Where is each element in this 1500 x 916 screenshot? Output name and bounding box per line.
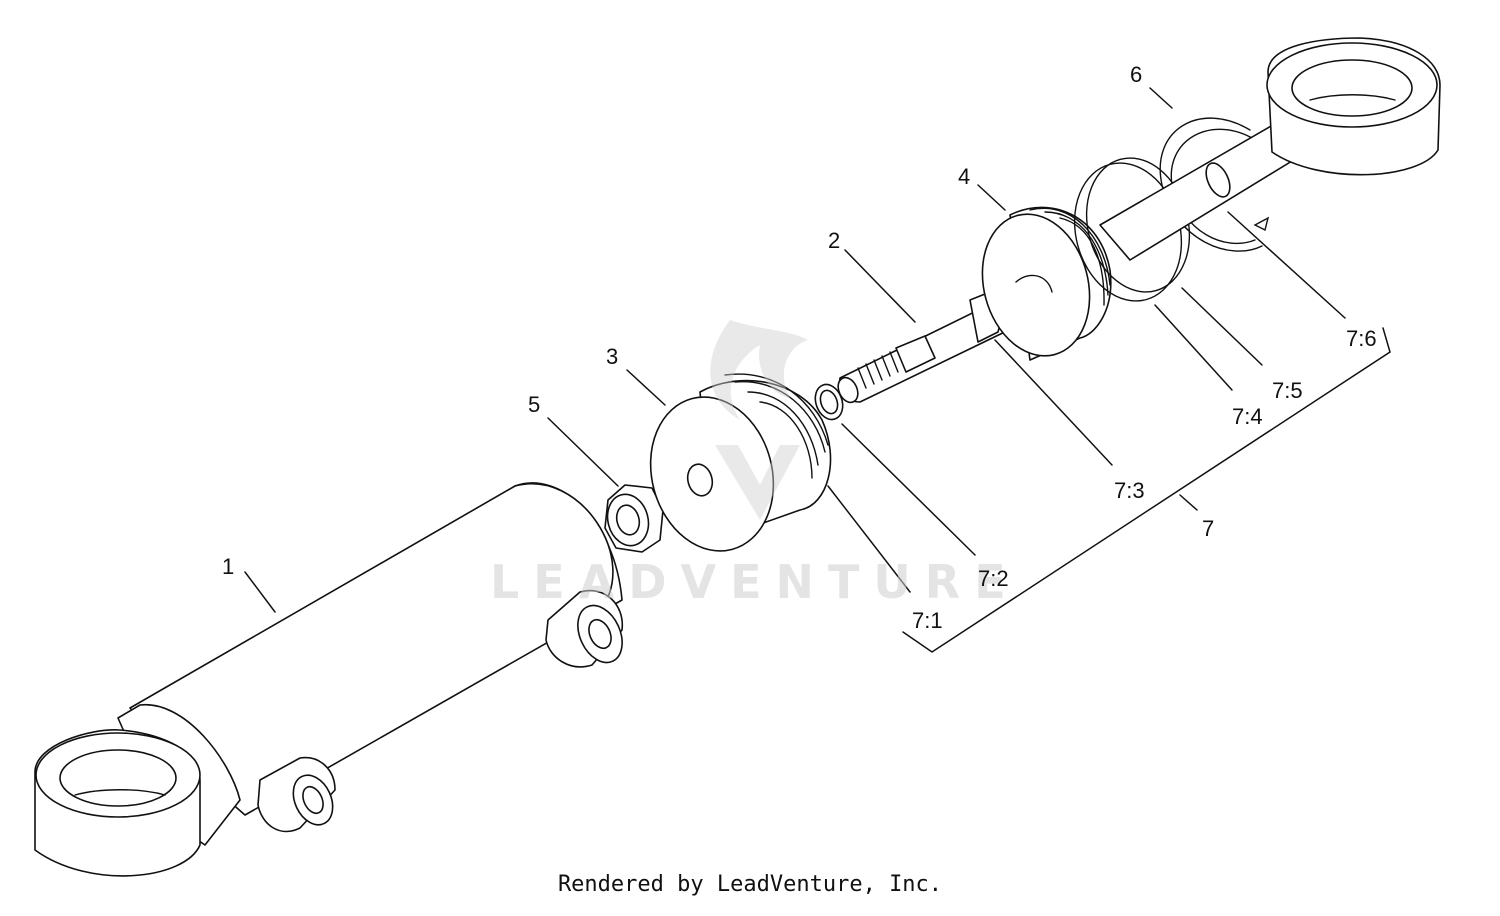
part-5-hex-nut[interactable] <box>602 484 664 553</box>
watermark-logo-icon <box>710 320 808 420</box>
callout-2[interactable]: 2 <box>828 228 840 253</box>
part-3-piston[interactable] <box>634 373 832 565</box>
callout-5[interactable]: 5 <box>528 392 540 417</box>
callout-7-2[interactable]: 7:2 <box>978 566 1009 591</box>
callout-4[interactable]: 4 <box>958 164 970 189</box>
watermark-text: LEADVENTURE <box>490 555 1020 609</box>
callout-7[interactable]: 7 <box>1202 516 1214 541</box>
watermark: LEADVENTURE <box>490 320 1020 609</box>
callout-7-4[interactable]: 7:4 <box>1232 404 1263 429</box>
callout-7-5[interactable]: 7:5 <box>1272 378 1303 403</box>
part-7-2-o-ring[interactable] <box>811 381 848 424</box>
callout-7-1[interactable]: 7:1 <box>912 608 943 633</box>
leader-lines <box>244 87 1391 653</box>
part-4-gland[interactable] <box>967 202 1112 368</box>
callout-7-3[interactable]: 7:3 <box>1114 478 1145 503</box>
callout-7-6[interactable]: 7:6 <box>1346 326 1377 351</box>
footer-credit: Rendered by LeadVenture, Inc. <box>557 872 943 897</box>
callout-6[interactable]: 6 <box>1130 62 1142 87</box>
rod-end-eye <box>1099 37 1441 261</box>
callout-1[interactable]: 1 <box>222 554 234 579</box>
callout-3[interactable]: 3 <box>606 344 618 369</box>
callouts: 1 2 3 4 5 6 7 7:1 7:2 7:3 7:4 7:5 7:6 <box>222 62 1377 633</box>
part-1-cylinder-barrel[interactable] <box>34 482 631 877</box>
